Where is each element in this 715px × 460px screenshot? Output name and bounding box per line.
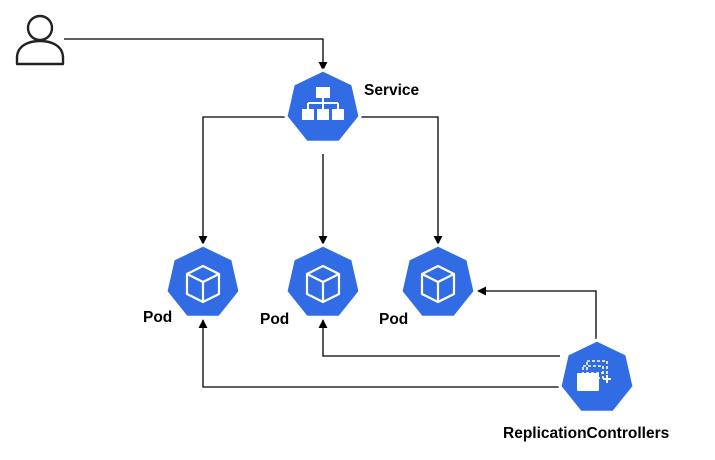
- service-node[interactable]: [284, 68, 362, 144]
- pod-label-3: Pod: [379, 311, 409, 328]
- replication-controller-icon: [577, 360, 611, 391]
- edge-rc-to-pod-3: [477, 286, 597, 341]
- user-icon: [15, 14, 65, 66]
- pod-node-3[interactable]: [399, 243, 477, 319]
- pod-node-1[interactable]: [164, 243, 242, 319]
- edge-rc-to-pod-2: [318, 319, 560, 357]
- pod-cube-icon: [305, 264, 341, 304]
- pod-node-2[interactable]: [284, 243, 362, 319]
- replication-controller-node[interactable]: [558, 338, 636, 414]
- edge-service-to-pod-3: [360, 116, 443, 245]
- edge-user-to-service: [64, 38, 328, 71]
- service-network-icon: [302, 87, 344, 120]
- edges: [64, 38, 597, 388]
- pod-label-1: Pod: [143, 309, 173, 326]
- pod-cube-icon: [420, 264, 456, 304]
- replication-controllers-label: ReplicationControllers: [503, 425, 670, 442]
- pod-label-2: Pod: [260, 311, 290, 328]
- edge-service-to-pod-1: [198, 116, 286, 245]
- edge-rc-to-pod-1: [198, 319, 560, 388]
- pod-cube-icon: [185, 264, 221, 304]
- service-label: Service: [364, 82, 420, 99]
